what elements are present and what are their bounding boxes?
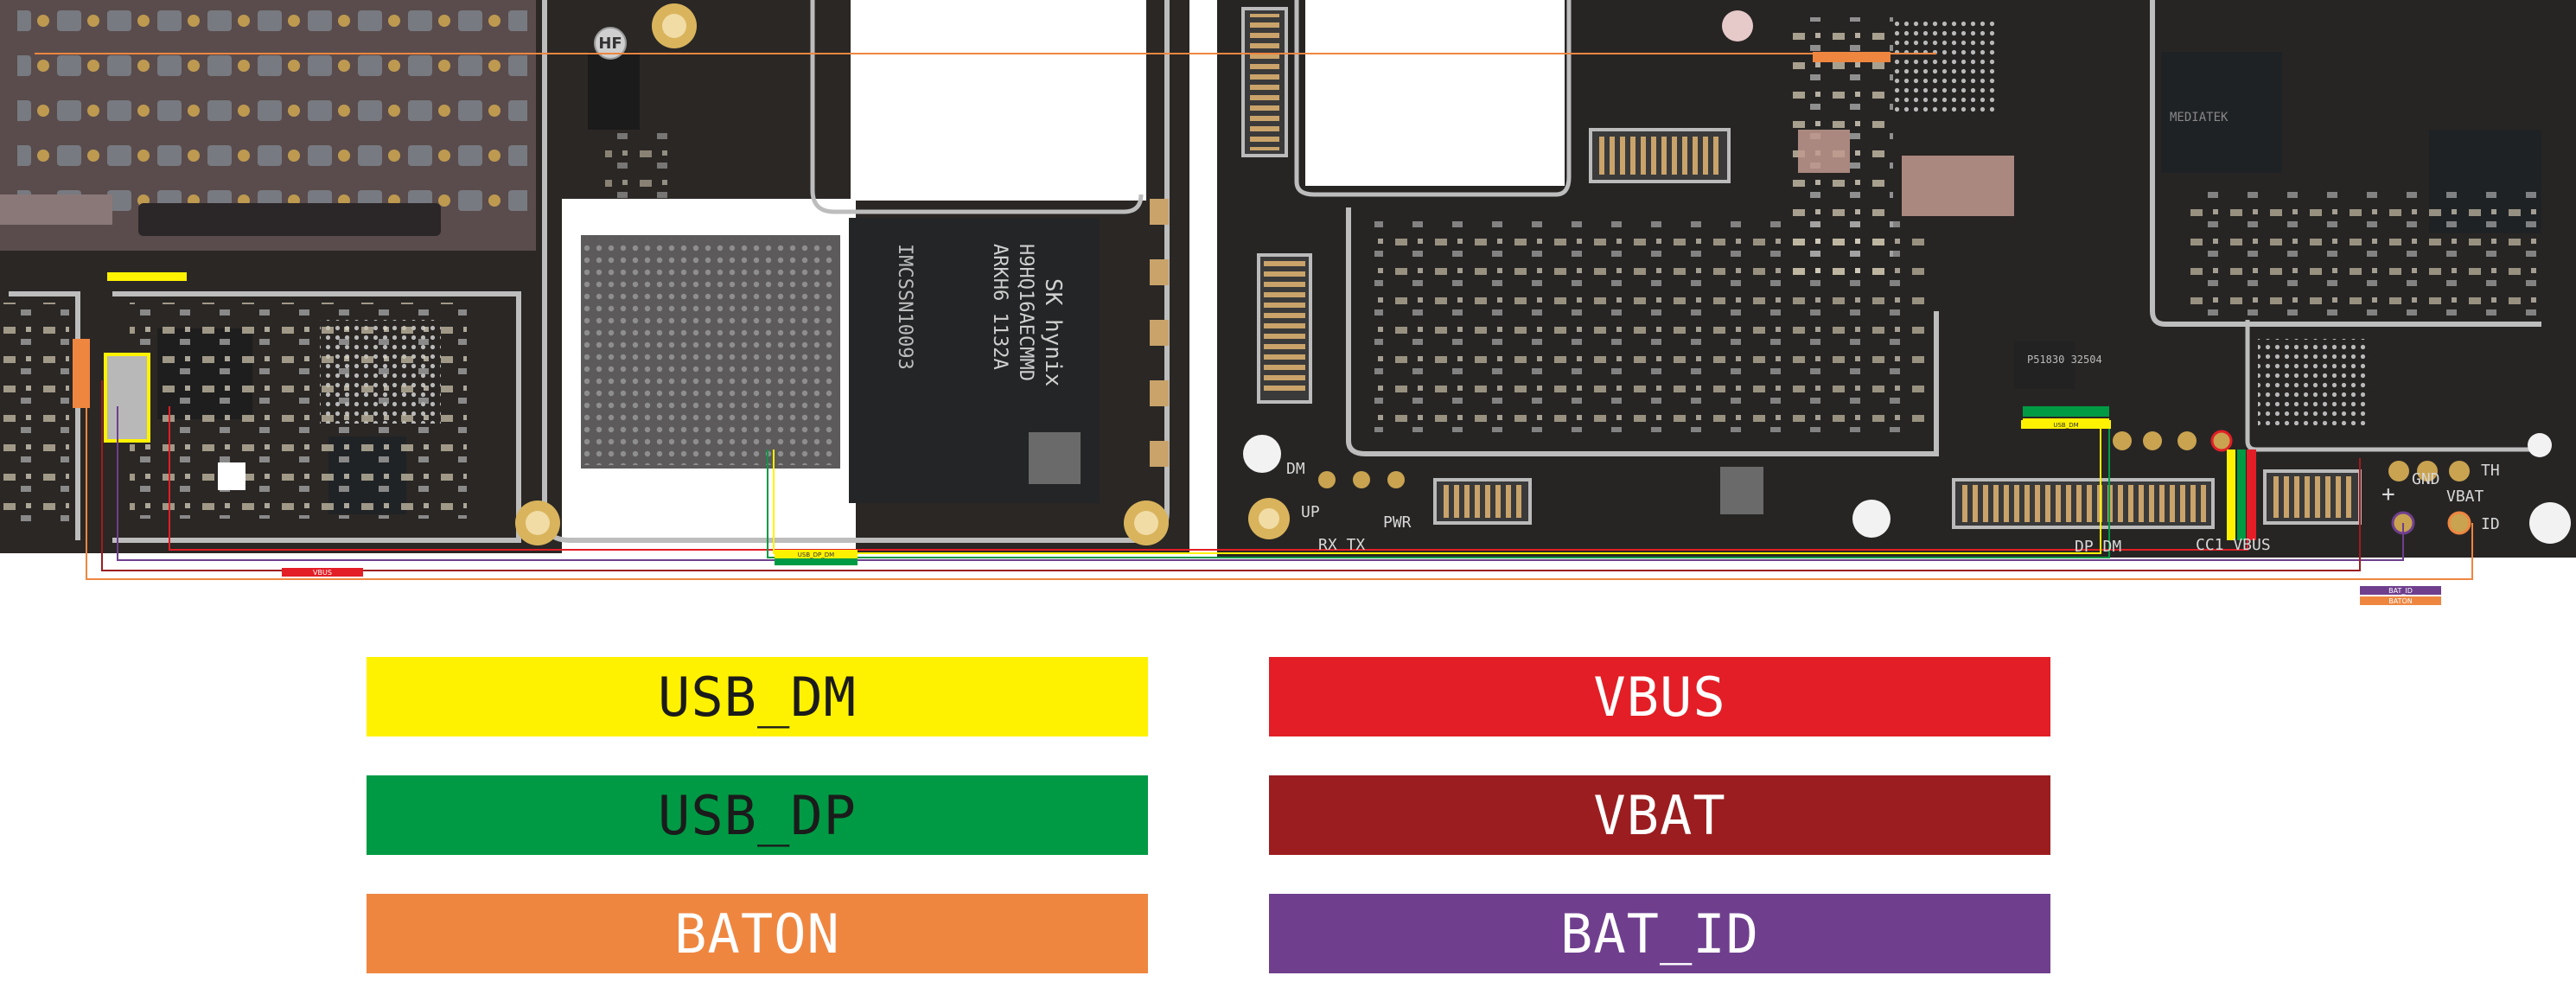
legend-baton: BATON [367,894,1148,973]
silk-up: UP [1301,503,1320,521]
vendor-mark: HF [598,35,622,53]
silk-th: TH [2481,462,2500,480]
silk-dm: DM [1286,460,1305,478]
svg-text:H9HQ16AECMMD: H9HQ16AECMMD [1015,244,1036,381]
legend-vbat: VBAT [1269,775,2050,855]
legend-usb-dm: USB_DM [367,657,1148,736]
svg-text:ARKH6 1132A: ARKH6 1132A [989,244,1011,370]
signal-wires [35,53,2473,580]
bat-id-board-tag: BAT_ID [2388,587,2413,595]
baton-board-tag: BATON [2388,597,2413,605]
usb-dm-board-tag: USB_DM [2053,422,2078,429]
silk-dp-dm: DP DM [2075,538,2121,556]
legend-usb-dp: USB_DP [367,775,1148,855]
legend-usb-dm-label: USB_DM [658,665,857,729]
ic-mark-mediatek: MEDIATEK [2170,111,2228,124]
silk-rx-tx: RX TX [1318,536,1365,554]
silk-vbat: VBAT [2446,488,2484,506]
legend-bat-id: BAT_ID [1269,894,2050,973]
ic-mark-pmic: P51830 32504 [2027,354,2102,366]
left-board [0,0,1215,553]
flash-chip-marking: SK hynix H9HQ16AECMMD ARKH6 1132A IMCSSN… [894,244,1066,386]
svg-text:IMCSSN10093: IMCSSN10093 [894,244,915,370]
silk-cc1-vbus: CC1 VBUS [2196,536,2271,554]
legend-usb-dp-label: USB_DP [658,783,857,847]
silk-plus: + [2382,481,2395,507]
svg-text:SK hynix: SK hynix [1040,278,1066,386]
pcb-diagram: VBUS USB_DP_DM HF SK hynix H9HQ16AECMMD … [0,0,2576,605]
legend-vbus-label: VBUS [1593,665,1726,729]
legend-vbat-label: VBAT [1593,783,1726,847]
pcb-board-graphic: VBUS USB_DP_DM HF SK hynix H9HQ16AECMMD … [0,0,2576,605]
usb-board-tag: USB_DP_DM [798,552,834,558]
silk-id: ID [2481,515,2500,533]
legend-bat-id-label: BAT_ID [1560,902,1759,966]
right-board [1217,0,2576,558]
silk-gnd: GND [2412,470,2440,488]
legend-baton-label: BATON [674,902,840,966]
legend-vbus: VBUS [1269,657,2050,736]
silk-pwr: PWR [1383,513,1412,532]
vbus-board-tag: VBUS [313,569,332,577]
